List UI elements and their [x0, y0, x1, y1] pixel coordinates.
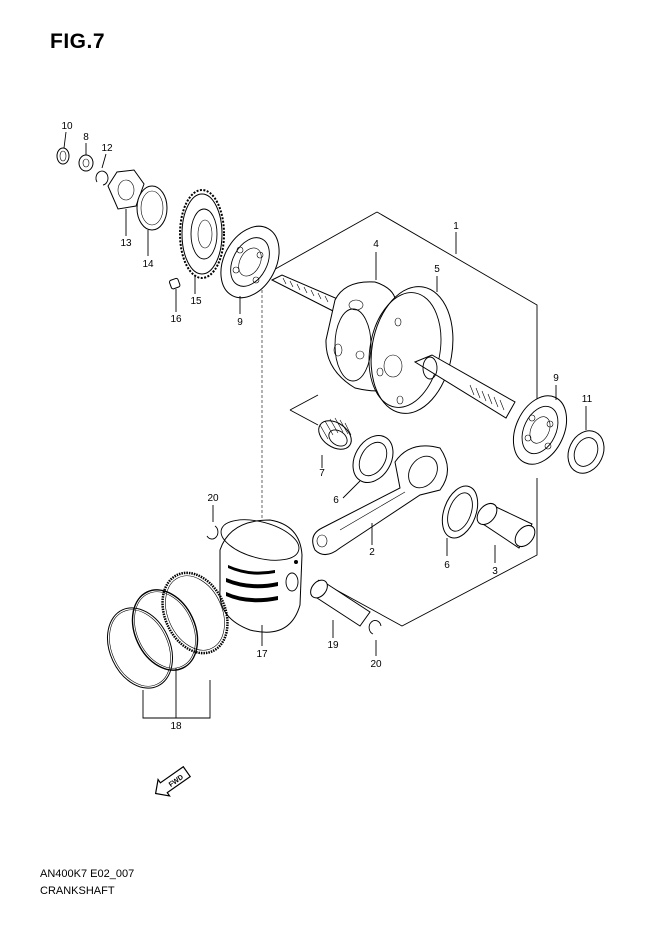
- forward-direction-arrow: FWD: [154, 765, 192, 797]
- callout-17: 17: [256, 649, 268, 660]
- callout-11: 11: [582, 394, 593, 405]
- callout-12: 12: [101, 143, 113, 154]
- callout-16: 16: [170, 314, 182, 325]
- connecting-rod-2: [312, 445, 448, 555]
- figure-title: FIG.7: [50, 30, 106, 53]
- callout-9-left: 9: [237, 317, 243, 328]
- circlip-20-left: [206, 505, 219, 540]
- callout-5: 5: [434, 264, 440, 275]
- callout-20-right: 20: [370, 659, 382, 670]
- crankshaft-left-shaft: [270, 274, 341, 313]
- callout-13: 13: [120, 238, 132, 249]
- gear-15: [179, 189, 225, 294]
- needle-bearing-7: [318, 417, 352, 468]
- assembly-bracket-1: [269, 211, 538, 627]
- part-name: CRANKSHAFT: [40, 885, 115, 897]
- callout-10: 10: [61, 121, 73, 132]
- callout-19: 19: [327, 640, 339, 651]
- callout-2: 2: [369, 547, 375, 558]
- callout-6-lower: 6: [444, 560, 450, 571]
- bearing-9-right: [512, 385, 568, 465]
- piston-rings-18: [107, 571, 229, 719]
- callout-20-left: 20: [207, 493, 219, 504]
- crankweb-5: [368, 276, 454, 414]
- oil-seal-10: [56, 131, 70, 165]
- callout-3: 3: [492, 566, 498, 577]
- callout-8: 8: [83, 132, 89, 143]
- crank-pin-3: [476, 502, 536, 563]
- callout-1: 1: [453, 221, 459, 232]
- callout-18: 18: [170, 721, 182, 732]
- crankshaft-right-shaft: [413, 354, 516, 419]
- callout-7: 7: [319, 468, 325, 479]
- piston-17: [219, 519, 303, 646]
- circlip-12: [95, 153, 109, 186]
- washer-14: [136, 185, 168, 256]
- callout-6-upper: 6: [333, 495, 339, 506]
- oil-seal-11: [567, 406, 605, 474]
- callout-4: 4: [373, 239, 379, 250]
- model-code: AN400K7 E02_007: [40, 868, 135, 880]
- nut-13: [107, 169, 145, 236]
- callout-14: 14: [142, 259, 154, 270]
- piston-pin-19: [310, 579, 371, 638]
- callout-9-right: 9: [553, 373, 559, 384]
- callout-15: 15: [190, 296, 202, 307]
- washer-6-lower: [441, 485, 479, 556]
- washer-8: [78, 143, 94, 172]
- circlip-20-right: [368, 620, 382, 656]
- washer-6-upper: [342, 435, 394, 499]
- key-16: [168, 277, 181, 312]
- bearing-9-left: [220, 225, 280, 314]
